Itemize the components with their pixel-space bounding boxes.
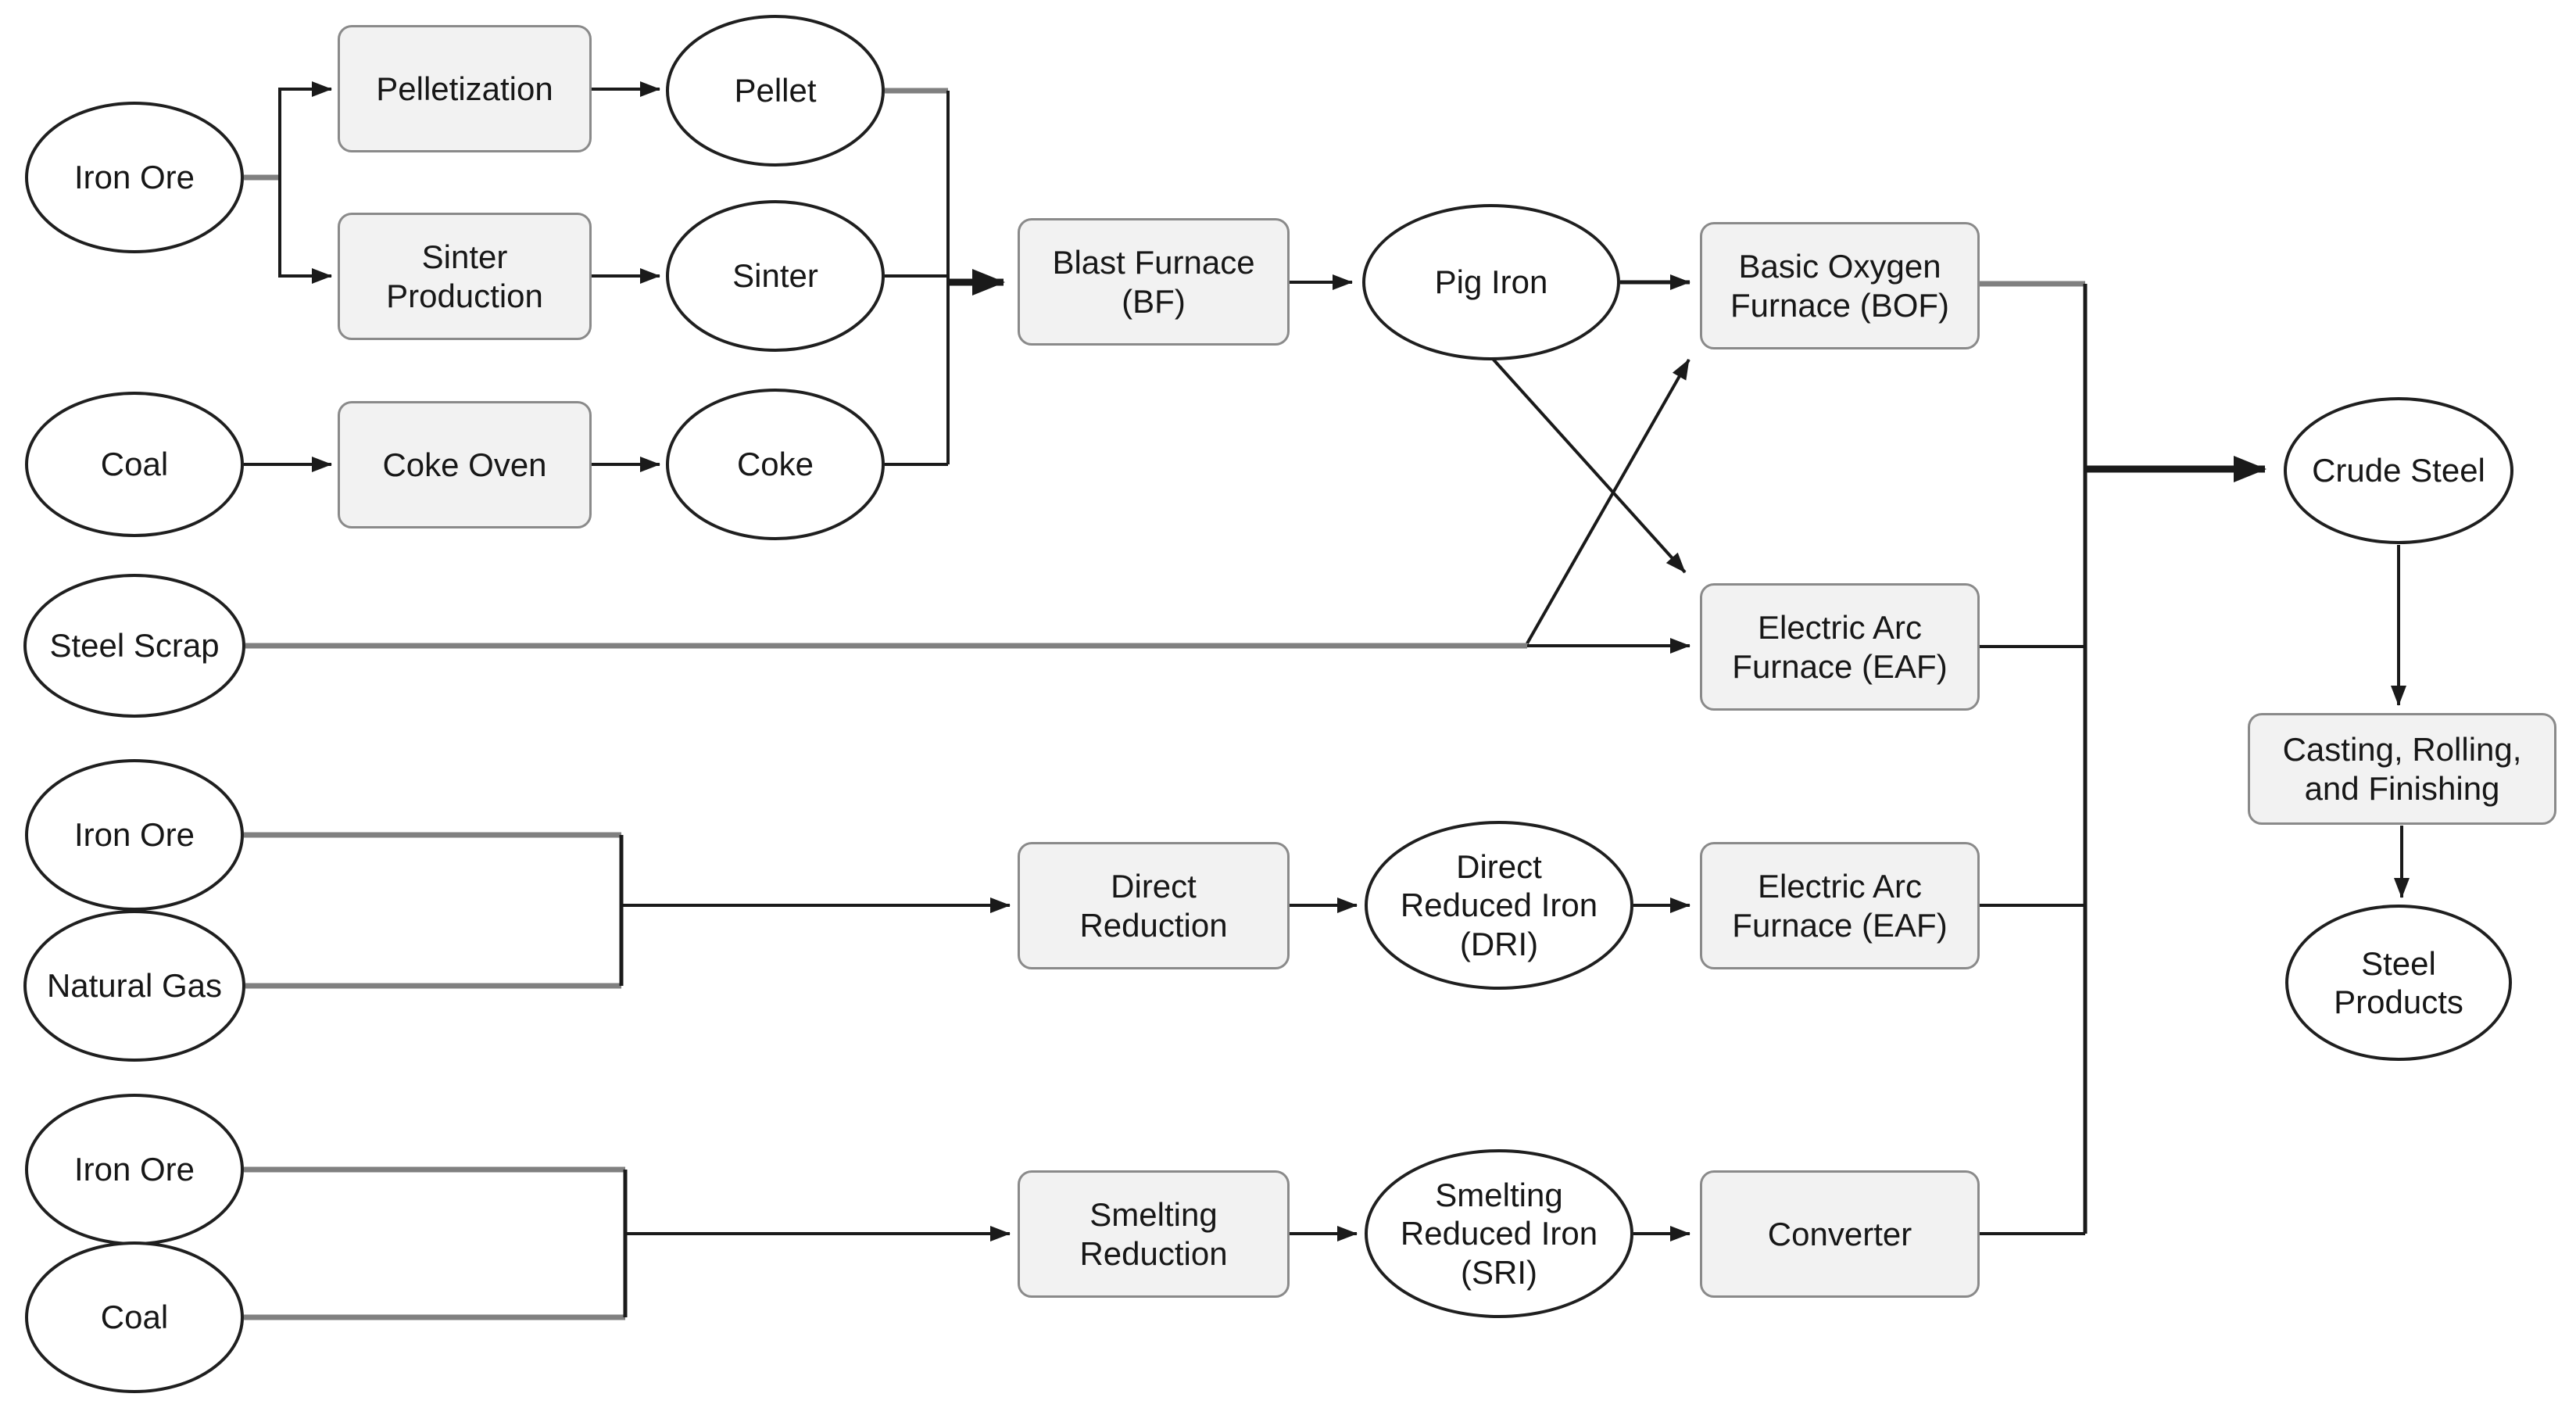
- node-bof: Basic Oxygen Furnace (BOF): [1700, 222, 1980, 349]
- node-sinter: Sinter: [666, 200, 885, 352]
- node-sinter-production: Sinter Production: [338, 213, 592, 340]
- node-iron-ore-2: Iron Ore: [25, 759, 244, 911]
- iron-ore-2-label: Iron Ore: [73, 816, 195, 854]
- node-coke-oven: Coke Oven: [338, 401, 592, 528]
- steel-scrap-label: Steel Scrap: [49, 627, 220, 665]
- sri-label: Smelting Reduced Iron (SRI): [1400, 1177, 1598, 1291]
- node-converter: Converter: [1700, 1170, 1980, 1298]
- blast-furnace-label: Blast Furnace (BF): [1052, 244, 1255, 320]
- sinter-production-label: Sinter Production: [386, 238, 543, 314]
- node-blast-furnace: Blast Furnace (BF): [1018, 218, 1290, 346]
- iron-ore-1-label: Iron Ore: [73, 159, 195, 196]
- node-natural-gas: Natural Gas: [23, 910, 245, 1062]
- edge-pig-iron-to-eaf-diagonal: [1491, 357, 1687, 574]
- steel-products-label: Steel Products: [2334, 944, 2463, 1020]
- crude-steel-label: Crude Steel: [2312, 452, 2485, 489]
- coal-2-label: Coal: [100, 1299, 169, 1336]
- node-pig-iron: Pig Iron: [1362, 204, 1620, 360]
- coke-oven-label: Coke Oven: [382, 446, 547, 483]
- dri-label: Direct Reduced Iron (DRI): [1400, 848, 1598, 962]
- edge-branch-to-pelletization: [278, 81, 332, 177]
- natural-gas-label: Natural Gas: [46, 967, 223, 1005]
- node-eaf-2: Electric Arc Furnace (EAF): [1700, 842, 1980, 969]
- bof-label: Basic Oxygen Furnace (BOF): [1730, 248, 1950, 324]
- node-casting: Casting, Rolling, and Finishing: [2248, 713, 2556, 825]
- eaf-2-label: Electric Arc Furnace (EAF): [1732, 868, 1948, 944]
- node-smelting-reduction: Smelting Reduction: [1018, 1170, 1290, 1298]
- iron-ore-3-label: Iron Ore: [73, 1151, 195, 1188]
- edge-branch-to-sinter-production: [278, 177, 332, 284]
- coal-1-label: Coal: [100, 446, 169, 483]
- node-coal-2: Coal: [25, 1241, 244, 1393]
- node-direct-reduction: Direct Reduction: [1018, 842, 1290, 969]
- node-pellet: Pellet: [666, 15, 885, 167]
- node-sri: Smelting Reduced Iron (SRI): [1365, 1149, 1633, 1318]
- sinter-label: Sinter: [732, 257, 818, 295]
- direct-reduction-label: Direct Reduction: [1079, 868, 1228, 944]
- pellet-label: Pellet: [734, 72, 817, 109]
- eaf-1-label: Electric Arc Furnace (EAF): [1732, 609, 1948, 685]
- node-crude-steel: Crude Steel: [2284, 397, 2513, 544]
- coke-label: Coke: [736, 446, 814, 483]
- node-steel-products: Steel Products: [2285, 905, 2512, 1061]
- converter-label: Converter: [1767, 1215, 1912, 1252]
- node-coke: Coke: [666, 389, 885, 540]
- node-eaf-1: Electric Arc Furnace (EAF): [1700, 583, 1980, 711]
- node-dri: Direct Reduced Iron (DRI): [1365, 821, 1633, 990]
- pelletization-label: Pelletization: [376, 70, 553, 107]
- node-steel-scrap: Steel Scrap: [23, 574, 245, 718]
- smelting-reduction-label: Smelting Reduction: [1079, 1196, 1228, 1272]
- node-iron-ore-3: Iron Ore: [25, 1094, 244, 1245]
- edge-scrap-to-bof-diagonal: [1526, 359, 1690, 644]
- node-iron-ore-1: Iron Ore: [25, 102, 244, 253]
- node-pelletization: Pelletization: [338, 25, 592, 152]
- node-coal-1: Coal: [25, 392, 244, 537]
- pig-iron-label: Pig Iron: [1434, 263, 1548, 301]
- casting-label: Casting, Rolling, and Finishing: [2282, 731, 2522, 807]
